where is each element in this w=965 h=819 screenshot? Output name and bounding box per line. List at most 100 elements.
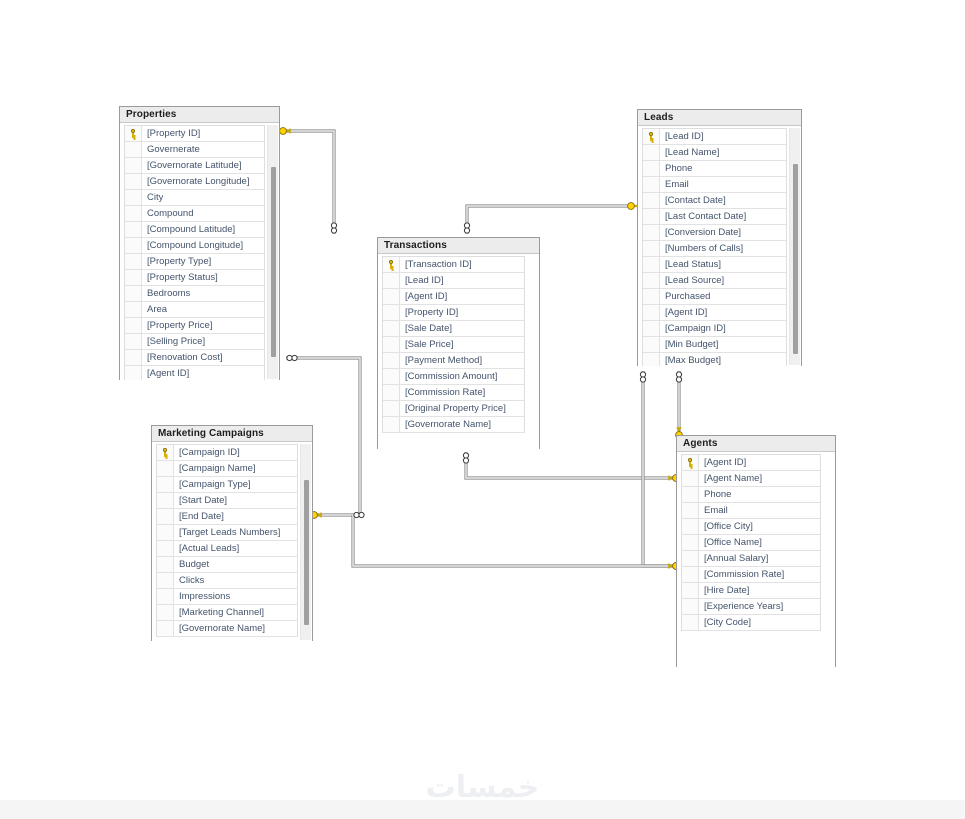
scrollbar-thumb[interactable]: [304, 480, 309, 625]
table-row[interactable]: [Commission Rate]: [682, 567, 820, 583]
table-row[interactable]: [Start Date]: [157, 493, 297, 509]
relationship-marketing-campaigns-to-agents[interactable]: [351, 511, 680, 570]
table-row[interactable]: Governerate: [125, 142, 264, 158]
relationship-leads-to-agents-commission[interactable]: [639, 371, 680, 570]
table-row[interactable]: [City Code]: [682, 615, 820, 631]
row-gutter: [157, 589, 174, 604]
table-row[interactable]: [Max Budget]: [643, 353, 786, 366]
row-gutter: [125, 174, 142, 189]
table-row[interactable]: Email: [682, 503, 820, 519]
table-row[interactable]: Clicks: [157, 573, 297, 589]
table-row[interactable]: [Sale Date]: [383, 321, 524, 337]
vertical-scrollbar-properties[interactable]: [267, 125, 278, 379]
field-name: [Annual Salary]: [704, 552, 769, 564]
table-title-transactions[interactable]: Transactions: [378, 238, 539, 254]
table-properties[interactable]: Properties[Property ID]Governerate[Gover…: [119, 106, 280, 380]
table-row[interactable]: [Transaction ID]: [383, 257, 524, 273]
table-row[interactable]: [Lead Name]: [643, 145, 786, 161]
table-row[interactable]: [Governorate Name]: [383, 417, 524, 433]
table-row[interactable]: [Hire Date]: [682, 583, 820, 599]
table-row[interactable]: Bedrooms: [125, 286, 264, 302]
table-row[interactable]: [Commission Rate]: [383, 385, 524, 401]
table-row[interactable]: [Commission Amount]: [383, 369, 524, 385]
table-row[interactable]: [Actual Leads]: [157, 541, 297, 557]
table-row[interactable]: [Compound Latitude]: [125, 222, 264, 238]
row-gutter: [157, 605, 174, 620]
table-transactions[interactable]: Transactions [Transaction ID][Lead ID][Ag…: [377, 237, 540, 449]
table-row[interactable]: City: [125, 190, 264, 206]
relationship-transactions-to-agents[interactable]: [462, 452, 680, 482]
table-row[interactable]: [Agent ID]: [125, 366, 264, 380]
table-row[interactable]: Phone: [682, 487, 820, 503]
table-row[interactable]: [Renovation Cost]: [125, 350, 264, 366]
table-row[interactable]: [Contact Date]: [643, 193, 786, 209]
table-row[interactable]: [Compound Longitude]: [125, 238, 264, 254]
table-title-marketing_campaigns[interactable]: Marketing Campaigns: [152, 426, 312, 442]
table-row[interactable]: [Agent Name]: [682, 471, 820, 487]
table-row[interactable]: [Agent ID]: [682, 455, 820, 471]
table-row[interactable]: [Property ID]: [383, 305, 524, 321]
table-row[interactable]: [End Date]: [157, 509, 297, 525]
table-title-leads[interactable]: Leads: [638, 110, 801, 126]
table-row[interactable]: [Marketing Channel]: [157, 605, 297, 621]
relationship-properties-to-transactions[interactable]: [279, 127, 338, 234]
table-marketing_campaigns[interactable]: Marketing Campaigns[Campaign ID][Campaig…: [151, 425, 313, 641]
table-row[interactable]: [Agent ID]: [383, 289, 524, 305]
table-title-properties[interactable]: Properties: [120, 107, 279, 123]
table-row[interactable]: [Lead Source]: [643, 273, 786, 289]
table-row[interactable]: [Governorate Longitude]: [125, 174, 264, 190]
table-title-agents[interactable]: Agents: [677, 436, 835, 452]
table-row[interactable]: [Last Contact Date]: [643, 209, 786, 225]
table-row[interactable]: Email: [643, 177, 786, 193]
row-gutter: [125, 350, 142, 365]
relationship-leads-to-agents[interactable]: [675, 371, 683, 439]
table-row[interactable]: Impressions: [157, 589, 297, 605]
table-row[interactable]: [Lead ID]: [383, 273, 524, 289]
table-row[interactable]: [Campaign ID]: [643, 321, 786, 337]
vertical-scrollbar-leads[interactable]: [789, 128, 800, 365]
row-gutter: [383, 289, 400, 304]
table-row[interactable]: Area: [125, 302, 264, 318]
relationship-leads-to-transactions[interactable]: [463, 202, 639, 234]
table-row[interactable]: [Lead ID]: [643, 129, 786, 145]
table-row[interactable]: [Property Price]: [125, 318, 264, 334]
table-row[interactable]: [Campaign ID]: [157, 445, 297, 461]
table-row[interactable]: [Governorate Name]: [157, 621, 297, 637]
table-row[interactable]: [Conversion Date]: [643, 225, 786, 241]
field-name: [Last Contact Date]: [665, 210, 747, 222]
table-row[interactable]: [Target Leads Numbers]: [157, 525, 297, 541]
scrollbar-thumb[interactable]: [271, 167, 276, 357]
table-row[interactable]: [Experience Years]: [682, 599, 820, 615]
table-row[interactable]: [Governorate Latitude]: [125, 158, 264, 174]
row-gutter: [157, 557, 174, 572]
table-row[interactable]: Purchased: [643, 289, 786, 305]
table-row[interactable]: Phone: [643, 161, 786, 177]
table-row[interactable]: [Sale Price]: [383, 337, 524, 353]
table-row[interactable]: [Office City]: [682, 519, 820, 535]
vertical-scrollbar-marketing_campaigns[interactable]: [300, 444, 311, 640]
table-row[interactable]: [Annual Salary]: [682, 551, 820, 567]
table-row[interactable]: [Office Name]: [682, 535, 820, 551]
field-name: [Experience Years]: [704, 600, 784, 612]
table-row[interactable]: [Payment Method]: [383, 353, 524, 369]
field-name: [Target Leads Numbers]: [179, 526, 281, 538]
scrollbar-thumb[interactable]: [793, 164, 798, 354]
key-icon: [129, 129, 138, 138]
table-row[interactable]: [Campaign Name]: [157, 461, 297, 477]
field-name: [Property Price]: [147, 319, 213, 331]
table-row[interactable]: Compound: [125, 206, 264, 222]
table-row[interactable]: [Campaign Type]: [157, 477, 297, 493]
table-row[interactable]: [Numbers of Calls]: [643, 241, 786, 257]
table-row[interactable]: Budget: [157, 557, 297, 573]
table-row[interactable]: [Original Property Price]: [383, 401, 524, 417]
table-row[interactable]: [Min Budget]: [643, 337, 786, 353]
table-row[interactable]: [Property ID]: [125, 126, 264, 142]
table-row[interactable]: [Property Type]: [125, 254, 264, 270]
table-row[interactable]: [Property Status]: [125, 270, 264, 286]
table-row[interactable]: [Agent ID]: [643, 305, 786, 321]
table-row[interactable]: [Selling Price]: [125, 334, 264, 350]
table-row[interactable]: [Lead Status]: [643, 257, 786, 273]
